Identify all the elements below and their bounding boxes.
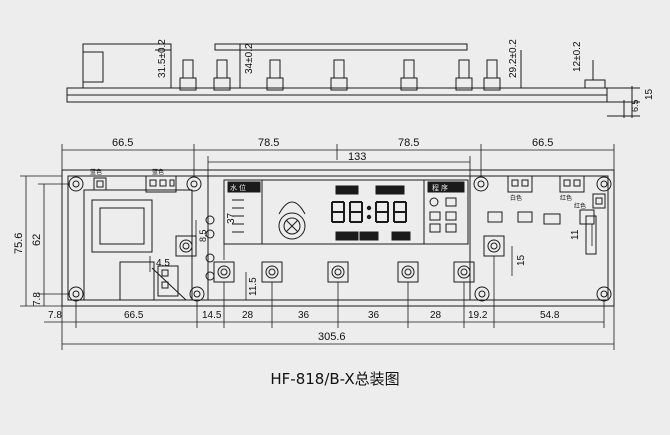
dim-bottom-7-8: 7.8 <box>48 310 62 321</box>
button-7[interactable] <box>483 235 505 257</box>
button-6[interactable] <box>453 261 475 283</box>
mount-hole-top-right <box>596 176 612 192</box>
dim-4-5: 4.5 <box>156 258 170 269</box>
button-4[interactable] <box>327 261 349 283</box>
button-2[interactable] <box>213 261 235 283</box>
dim-12: 12±0.2 <box>572 41 583 72</box>
connector-blue-1 <box>93 177 107 191</box>
dim-width-66-5-left: 66.5 <box>112 137 133 149</box>
dim-11-5: 11.5 <box>248 277 259 296</box>
side-view <box>66 43 640 118</box>
dim-62: 62 <box>31 234 43 246</box>
dim-bottom-14-5: 14.5 <box>202 310 222 321</box>
dim-bottom-36-b: 36 <box>368 310 380 321</box>
dim-15-right: 15 <box>516 254 527 266</box>
connector-red-side <box>592 193 606 209</box>
dimension-lines <box>20 144 615 350</box>
button-5[interactable] <box>397 261 419 283</box>
dim-bottom-19-2: 19.2 <box>468 310 488 321</box>
label-red-1: 红色 <box>560 194 572 202</box>
dim-bottom-66-5: 66.5 <box>124 310 144 321</box>
dim-133: 133 <box>348 151 366 163</box>
dim-8-5: 8.5 <box>198 229 208 242</box>
knob-side-6 <box>455 59 473 91</box>
label-water-level: 水 位 <box>230 183 246 192</box>
dim-15-top: 15 <box>644 88 655 100</box>
dim-width-78-5-left: 78.5 <box>258 137 279 149</box>
dim-31-5: 31.5±0.2 <box>157 39 168 78</box>
dim-37: 37 <box>226 212 237 224</box>
label-red-2: 红色 <box>574 202 586 210</box>
seven-segment-display <box>331 201 407 223</box>
drawing-title: HF-818/B-X总装图 <box>270 370 400 388</box>
connector-white <box>507 175 533 193</box>
dim-7-8-left: 7.8 <box>32 292 43 306</box>
terminal-block <box>157 265 179 297</box>
dim-bottom-28-a: 28 <box>242 310 254 321</box>
mount-hole-bottom-left <box>68 286 84 302</box>
dim-bottom-36-a: 36 <box>298 310 310 321</box>
dim-bottom-28-b: 28 <box>430 310 442 321</box>
dim-6-5: 6.5 <box>630 99 640 112</box>
drum-icon <box>278 201 306 240</box>
label-blue-1: 蓝色 <box>90 168 102 176</box>
label-white: 白色 <box>510 194 522 202</box>
dim-width-66-5-right: 66.5 <box>532 137 553 149</box>
knob-side-3 <box>266 59 284 91</box>
dim-29-2: 29.2±0.2 <box>508 39 519 78</box>
mount-hole-top-mid-right <box>473 176 489 192</box>
mount-hole-top-left <box>68 176 84 192</box>
connector-blue-2 <box>145 175 177 193</box>
dim-width-78-5-right: 78.5 <box>398 137 419 149</box>
connector-red <box>559 175 585 193</box>
dim-75-6: 75.6 <box>13 233 25 254</box>
dim-total-305-6: 305.6 <box>318 331 346 343</box>
knob-side-1 <box>179 59 197 91</box>
dim-34: 34±0.2 <box>244 43 255 74</box>
mount-hole-bottom-right <box>596 286 612 302</box>
button-3[interactable] <box>261 261 283 283</box>
knob-side-5 <box>400 59 418 91</box>
button-1[interactable] <box>175 235 197 257</box>
mount-hole-bottom-mid-right <box>474 286 490 302</box>
label-program: 程 序 <box>432 183 448 192</box>
knob-side-4 <box>330 59 348 91</box>
knob-side-7 <box>483 59 501 91</box>
mount-hole-top-mid-left <box>186 176 202 192</box>
label-blue-2: 蓝色 <box>152 168 164 176</box>
dim-bottom-54-8: 54.8 <box>540 310 560 321</box>
transformer <box>91 199 153 253</box>
knob-side-2 <box>213 59 231 91</box>
dim-11: 11 <box>570 229 581 240</box>
